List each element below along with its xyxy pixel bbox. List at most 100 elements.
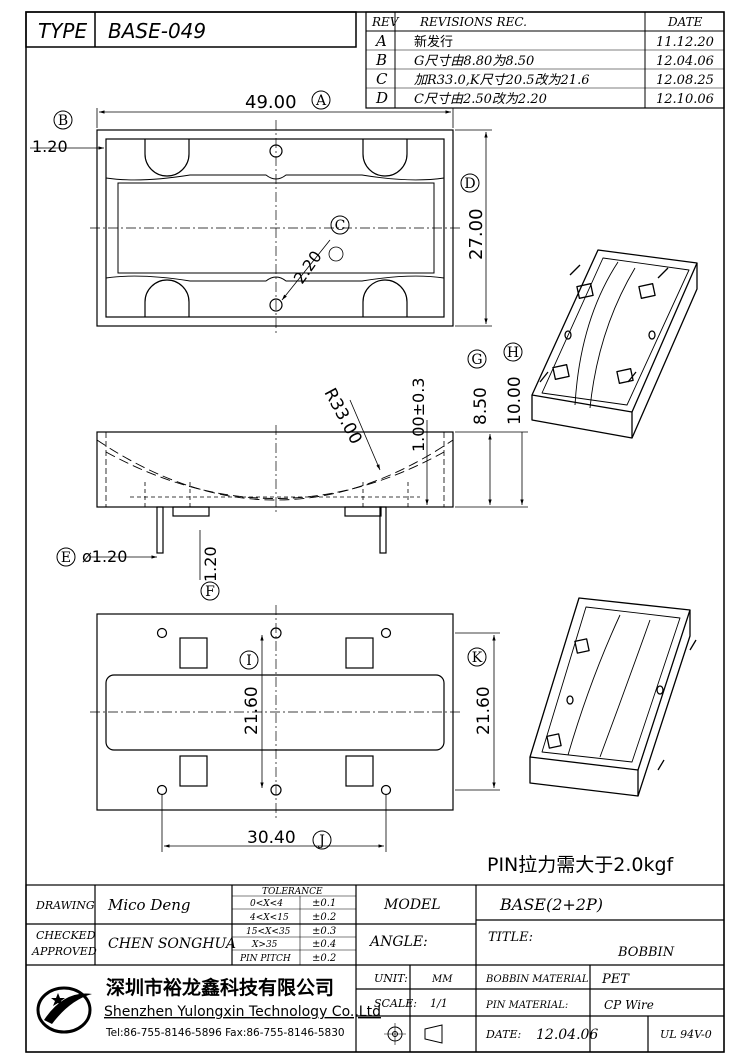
tol-range-3: 15<X<35 xyxy=(246,927,291,937)
svg-text:G: G xyxy=(471,352,482,368)
projection-symbol xyxy=(384,1023,443,1045)
rev-a-desc: 新发行 xyxy=(414,34,453,50)
model-label: MODEL xyxy=(383,897,441,913)
marker-j: J xyxy=(312,830,332,850)
tol-range-1: 0<X<4 xyxy=(250,899,283,909)
bottom-view xyxy=(90,605,462,820)
dim-j-3040: 30.40 xyxy=(247,828,296,848)
rev-b-date: 12.04.06 xyxy=(656,54,714,69)
top-view-dims xyxy=(30,108,492,327)
checked-value: CHEN SONGHUA xyxy=(108,936,236,952)
unit-label: UNIT: xyxy=(374,972,408,985)
dimension-markers: A B C D E F G H I J K xyxy=(53,90,523,850)
marker-b: B xyxy=(53,110,73,130)
type-label: TYPE xyxy=(38,19,87,43)
approved-label: APPROVED xyxy=(31,945,97,958)
marker-k: K xyxy=(467,647,487,667)
tol-range-2: 4<X<15 xyxy=(249,913,289,923)
type-box: TYPE BASE-049 xyxy=(25,11,357,48)
marker-g: G xyxy=(467,349,487,369)
tol-value-5: ±0.2 xyxy=(312,953,336,964)
pin-material-value: CP Wire xyxy=(604,998,654,1012)
dim-b-120: 1.20 xyxy=(32,137,68,156)
company-logo xyxy=(36,986,92,1034)
type-value: BASE-049 xyxy=(108,19,206,43)
tol-value-2: ±0.2 xyxy=(312,912,336,923)
rev-a: A xyxy=(374,32,387,50)
rev-d: D xyxy=(375,89,388,107)
bobbin-material-value: PET xyxy=(601,972,630,987)
drawing-label: DRAWING xyxy=(35,899,95,912)
tol-value-1: ±0.1 xyxy=(312,898,336,909)
revisions-table: REV REVISIONS REC. DATE A 新发行 11.12.20 B… xyxy=(365,11,725,109)
dim-tol-100: 1.00±0.3 xyxy=(409,378,428,452)
title-value: BOBBIN xyxy=(617,945,675,960)
svg-text:D: D xyxy=(464,176,475,192)
dim-f-120: 1.20 xyxy=(201,546,220,582)
company-name-cn: 深圳市裕龙鑫科技有限公司 xyxy=(106,976,334,999)
dim-r33: R33.00 xyxy=(320,385,366,448)
front-view-dims xyxy=(90,399,528,580)
svg-text:H: H xyxy=(507,345,519,361)
marker-f: F xyxy=(200,581,220,601)
front-view xyxy=(96,425,454,554)
dim-k-2160: 21.60 xyxy=(474,686,494,735)
svg-text:J: J xyxy=(317,833,325,849)
company-contact: Tel:86-755-8146-5896 Fax:86-755-8146-583… xyxy=(105,1027,345,1039)
top-view xyxy=(90,120,462,335)
rev-c-date: 12.08.25 xyxy=(656,73,714,88)
model-value: BASE(2+2P) xyxy=(499,895,603,914)
dim-g-850: 8.50 xyxy=(471,387,491,425)
svg-text:A: A xyxy=(315,93,327,109)
isometric-view-top xyxy=(531,249,698,439)
date-label: DATE: xyxy=(485,1028,521,1041)
rev-d-date: 12.10.06 xyxy=(656,92,714,107)
marker-e: E xyxy=(56,547,76,567)
tol-value-4: ±0.4 xyxy=(312,939,336,950)
bottom-view-dims xyxy=(161,632,500,852)
svg-text:B: B xyxy=(58,113,68,129)
dim-27: 27.00 xyxy=(466,208,487,260)
scale-value: 1/1 xyxy=(430,997,448,1010)
scale-label: SCALE: xyxy=(374,997,417,1010)
rev-b-desc: G尺寸由8.80为8.50 xyxy=(414,54,534,69)
title-block xyxy=(25,884,725,1053)
ul-value: UL 94V-0 xyxy=(660,1028,712,1041)
marker-d: D xyxy=(460,173,480,193)
bobbin-material-label: BOBBIN MATERIAL xyxy=(485,974,589,985)
marker-c: C xyxy=(330,215,350,235)
company-name-en: Shenzhen Yulongxin Technology Co.,Ltd xyxy=(104,1004,381,1020)
angle-label: ANGLE: xyxy=(368,934,428,950)
rev-a-date: 11.12.20 xyxy=(656,35,714,50)
tolerance-title: TOLERANCE xyxy=(262,887,323,897)
dim-49: 49.00 xyxy=(245,92,297,113)
date-header: DATE xyxy=(667,15,703,29)
revisions-header: REVISIONS REC. xyxy=(419,15,527,29)
rev-header: REV xyxy=(371,15,400,29)
title-label: TITLE: xyxy=(488,930,533,945)
rev-c-desc: 加R33.0,K尺寸20.5改为21.6 xyxy=(414,73,589,88)
svg-text:C: C xyxy=(335,218,346,234)
drawing-value: Mico Deng xyxy=(107,896,191,914)
rev-b: B xyxy=(375,51,387,69)
dim-h-1000: 10.00 xyxy=(505,376,525,425)
svg-text:K: K xyxy=(472,650,483,666)
dim-e-dia: ø1.20 xyxy=(82,547,127,566)
svg-text:I: I xyxy=(246,653,252,669)
dim-i-2160: 21.60 xyxy=(242,686,262,735)
svg-text:E: E xyxy=(61,550,71,566)
marker-i: I xyxy=(239,650,259,670)
marker-a: A xyxy=(311,90,331,110)
tol-range-5: PIN PITCH xyxy=(239,954,291,964)
marker-h: H xyxy=(503,342,523,362)
isometric-view-bottom xyxy=(529,597,697,797)
rev-d-desc: C尺寸由2.50改为2.20 xyxy=(414,92,547,107)
pin-material-label: PIN MATERIAL: xyxy=(485,1000,568,1011)
date-value: 12.04.06 xyxy=(536,1027,598,1043)
unit-value: MM xyxy=(431,974,453,985)
pin-tension-note: PIN拉力需大于2.0kgf xyxy=(487,854,675,876)
tol-range-4: X>35 xyxy=(251,940,278,950)
checked-label: CHECKED xyxy=(36,929,96,942)
svg-text:F: F xyxy=(205,584,215,600)
